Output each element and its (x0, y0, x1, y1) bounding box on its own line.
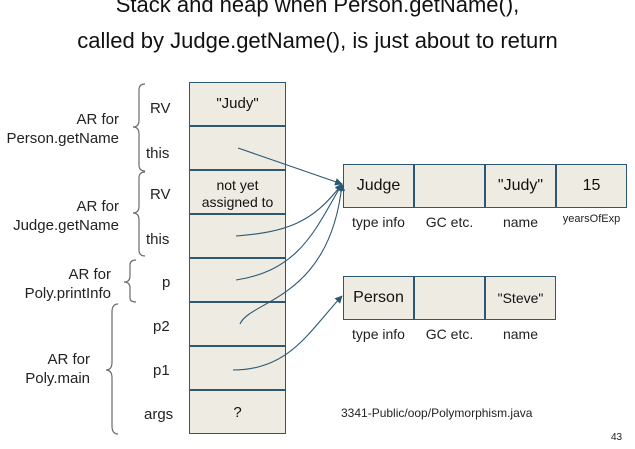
slot-name-this-person: this (146, 145, 170, 162)
slide-title-line2: called by Judge.getName(), is just about… (77, 28, 558, 53)
caption-judge-gc: GC etc. (425, 214, 474, 230)
slot-name-p: p (162, 274, 171, 291)
heap-person-name: "Steve" (485, 276, 556, 320)
slot-name-this-judge: this (146, 231, 170, 248)
heap-judge-name: "Judy" (485, 164, 556, 208)
page-number: 43 (611, 432, 623, 443)
ar-label-poly-main: AR for Poly.main (25, 351, 90, 387)
heap-person-gc (414, 276, 485, 320)
brace-person-getname (132, 83, 146, 172)
caption-person-type-info: type info (352, 326, 405, 342)
caption-person-gc: GC etc. (425, 326, 474, 342)
slot-name-rv-judge: RV (150, 186, 171, 203)
heap-judge-gc (414, 164, 485, 208)
arrow-p (235, 183, 343, 281)
slide-title-line1: Stack and heap when Person.getName(), (115, 0, 520, 17)
caption-person-name: name (502, 326, 539, 342)
brace-poly-main (105, 303, 119, 435)
stack-cell-args: ? (189, 390, 286, 434)
slot-name-p2: p2 (153, 318, 170, 335)
caption-judge-years: yearsOfExp (562, 213, 621, 225)
arrow-p1 (232, 295, 343, 371)
arrow-person-this (237, 147, 343, 186)
heap-judge-years: 15 (556, 164, 627, 208)
slot-name-rv-person: RV (150, 100, 171, 117)
brace-poly-printinfo (123, 259, 137, 303)
arrow-p2 (239, 183, 346, 325)
stack-cell-rv-judge: not yet assigned to (189, 170, 286, 214)
caption-judge-type-info: type info (352, 214, 405, 230)
caption-judge-name: name (502, 214, 539, 230)
ar-label-person-getname: AR for Person.getName (6, 111, 119, 147)
stack-cell-p1 (189, 346, 286, 390)
heap-judge-type-info: Judge (343, 164, 414, 208)
stack-cell-rv-person: "Judy" (189, 82, 286, 126)
arrow-judge-this (235, 183, 343, 237)
slot-name-args: args (144, 406, 174, 423)
ar-label-judge-getname: AR for Judge.getName (13, 198, 119, 234)
brace-judge-getname (132, 171, 146, 257)
slot-name-p1: p1 (153, 362, 170, 379)
stack-cell-p2 (189, 302, 286, 346)
ar-label-poly-printinfo: AR for Poly.printInfo (24, 266, 111, 302)
heap-person-type-info: Person (343, 276, 414, 320)
stack-cell-this-person (189, 126, 286, 170)
source-file-label: 3341-Public/oop/Polymorphism.java (341, 406, 533, 420)
